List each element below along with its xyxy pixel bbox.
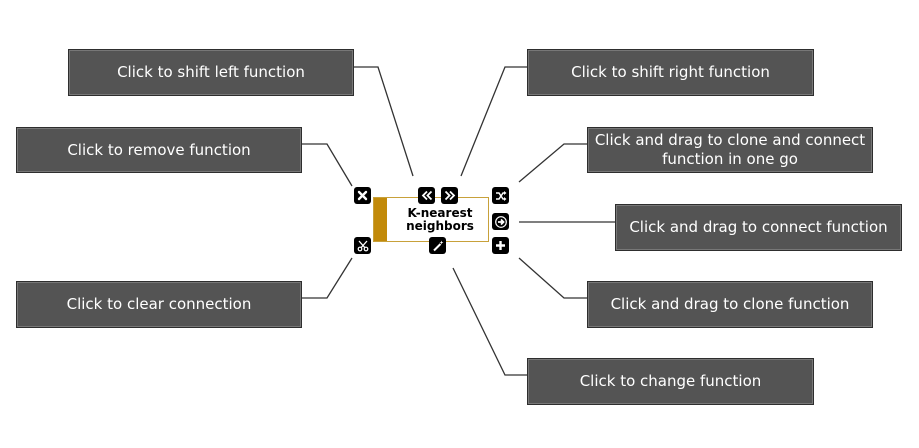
magic-wand-icon [432, 240, 444, 252]
callout-clone-connect: Click and drag to clone and connect func… [587, 127, 873, 173]
callout-connect: Click and drag to connect function [615, 204, 902, 251]
callout-remove: Click to remove function [16, 127, 302, 173]
callout-shift-right: Click to shift right function [527, 49, 814, 96]
connector-clone [518, 257, 587, 299]
callout-clone: Click and drag to clone function [587, 281, 873, 328]
callout-shift-right-text: Click to shift right function [571, 63, 770, 81]
clone-button[interactable] [492, 237, 509, 254]
callout-remove-text: Click to remove function [67, 140, 251, 159]
callout-clone-text: Click and drag to clone function [610, 295, 850, 313]
change-function-button[interactable] [429, 237, 446, 254]
node-color-bar [374, 198, 387, 241]
callout-connect-text: Click and drag to connect function [629, 218, 888, 236]
connect-button[interactable] [492, 213, 509, 230]
connector-shift-right [460, 66, 527, 177]
clear-connection-button[interactable] [354, 237, 371, 254]
shuffle-icon [495, 190, 507, 202]
scissors-icon [357, 240, 369, 252]
connector-clear-connection [301, 257, 353, 299]
shift-right-button[interactable] [441, 187, 458, 204]
callout-change: Click to change function [527, 358, 814, 405]
callout-clear-connection-text: Click to clear connection [66, 295, 252, 313]
node-label-line2: neighbors [406, 219, 474, 233]
connector-change [452, 267, 527, 376]
clone-connect-button[interactable] [492, 187, 509, 204]
arrow-right-icon [494, 215, 507, 228]
connector-remove [301, 143, 353, 187]
callout-clear-connection: Click to clear connection [16, 281, 302, 328]
connector-clone-connect [518, 143, 587, 183]
callout-change-text: Click to change function [579, 372, 762, 390]
connector-shift-left [354, 66, 414, 177]
callout-shift-left: Click to shift left function [68, 49, 354, 96]
double-chevron-right-icon [444, 190, 456, 201]
remove-button[interactable] [354, 187, 371, 204]
callout-clone-connect-line1: Click and drag to clone and connect [594, 131, 866, 149]
close-icon [357, 190, 368, 201]
callout-shift-left-text: Click to shift left function [117, 63, 305, 81]
plus-icon [495, 240, 506, 251]
node-label-line1: K-nearest [407, 206, 473, 220]
callout-clone-connect-line2: function in one go [662, 150, 798, 168]
node-label: K-nearest neighbors [392, 207, 488, 233]
shift-left-button[interactable] [418, 187, 435, 204]
double-chevron-left-icon [421, 190, 433, 201]
